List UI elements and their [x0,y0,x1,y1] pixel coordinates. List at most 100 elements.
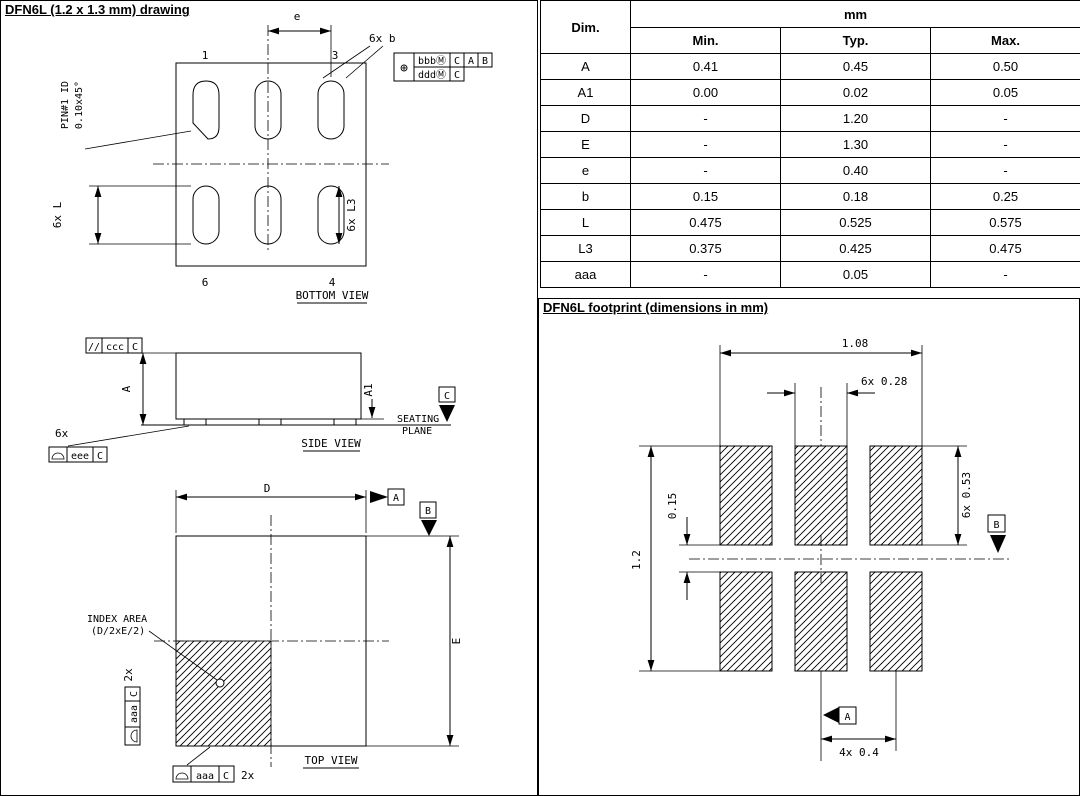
dim-D-label: D [264,482,271,495]
parallelism-symbol-icon: // [88,342,100,353]
datum-a-box [838,706,857,725]
datum-a-triangle-icon [370,491,388,503]
fcf-box [124,726,141,746]
leader-line [67,425,190,447]
fcf-ref: C [454,56,460,67]
fcf-eee: eee [71,451,89,462]
header-min: Min. [630,27,781,54]
table-row: D - 1.20 - [540,105,1080,132]
header-max: Max. [930,27,1080,54]
cell-max: 0.50 [930,53,1080,80]
footprint-pad [794,571,848,672]
dim-pad-width-label: 6x 0.28 [861,375,907,388]
footprint-pad [869,445,923,546]
dim-pitch-label: 4x 0.4 [839,746,879,759]
datum-a-box [387,488,405,506]
fcf-ref: C [132,342,138,353]
leader-line [84,130,192,150]
lead-profile-symbol-icon [130,729,138,743]
pin-number-4: 4 [329,276,336,289]
table-row: b 0.15 0.18 0.25 [540,183,1080,210]
fcf-box [449,66,465,82]
pad-5 [254,185,282,245]
package-outline-bottom [175,62,367,267]
seating-plane-label-2: PLANE [402,426,432,437]
cell-typ: 0.05 [780,261,931,288]
cell-max: 0.25 [930,183,1080,210]
cell-dim: A [540,53,631,80]
cell-dim: e [540,157,631,184]
fcf-ref: A [468,56,474,67]
cell-min: - [630,261,781,288]
datum-a-triangle-icon [823,707,839,723]
dimension-table: Dim. mm Min. Typ. Max. A 0.41 0.45 0.50 … [540,0,1080,288]
datum-b-label: B [993,520,999,531]
fcf-bbb: bbbⓂ [418,55,446,67]
table-row: E - 1.30 - [540,131,1080,158]
cell-dim: aaa [540,261,631,288]
fcf-ref: C [97,451,103,462]
dim-e-label: e [294,10,301,23]
table-row: A 0.41 0.45 0.50 [540,53,1080,80]
cell-dim: L [540,209,631,236]
lead-profile-symbol-icon [175,772,189,780]
pin-number-6: 6 [202,276,209,289]
datum-b-label: B [425,506,431,517]
dim-gap-label: 0.15 [666,493,679,520]
lead-profile-symbol-icon [51,452,65,460]
index-area-label: INDEX AREA [87,614,147,625]
dim-E-label: E [450,638,463,645]
header-unit: mm [630,0,1080,28]
leader-line [186,746,211,766]
count-2x-label: 2x [122,668,135,682]
datum-b-box [987,514,1006,533]
cell-min: 0.375 [630,235,781,262]
pin-number-1: 1 [202,49,209,62]
fcf-box [218,765,235,783]
footprint-pad [869,571,923,672]
fcf-aaa-left: aaa C [124,686,141,746]
footprint-drawing: 1.08 6x 0.28 6x 0.53 0.15 [630,337,1009,761]
header-dim: Dim. [540,0,631,54]
pad-2 [254,80,282,140]
fcf-ddd: dddⓂ [418,69,446,81]
index-area-marker [215,678,225,688]
fcf-box [92,446,108,463]
datum-c-box [438,386,456,403]
table-row: A1 0.00 0.02 0.05 [540,79,1080,106]
lead-side [258,418,282,426]
fcf-ref: B [482,56,488,67]
top-view-caption: TOP VIEW [305,754,358,767]
datum-b-box [419,501,437,519]
cell-dim: D [540,105,631,132]
fcf-ref: C [223,771,229,782]
index-area-hatch [175,640,272,747]
cell-max: - [930,131,1080,158]
footprint-panel-title: DFN6L footprint (dimensions in mm) [543,300,769,315]
lead-side [183,418,207,426]
fcf-ref: C [454,70,460,81]
cell-typ: 0.525 [780,209,931,236]
cell-typ: 1.30 [780,131,931,158]
cell-max: - [930,157,1080,184]
datum-a-label: A [844,712,850,723]
bottom-view: e 6x b ⊕ bbbⓂ C A B [51,10,493,304]
fcf-box [172,765,192,783]
datum-b-triangle-icon [421,520,437,536]
cell-dim: b [540,183,631,210]
top-view: D A B E INDEX AREA (D/2xE/2) [87,482,463,783]
cell-min: 0.475 [630,209,781,236]
footprint-pad [794,445,848,546]
cell-max: - [930,261,1080,288]
dim-span-label: 1.08 [842,337,869,350]
cell-typ: 0.425 [780,235,931,262]
position-symbol-icon: ⊕ [400,61,408,76]
cell-min: 0.00 [630,79,781,106]
cell-min: 0.41 [630,53,781,80]
cell-typ: 1.20 [780,105,931,132]
table-row: L3 0.375 0.425 0.475 [540,235,1080,262]
pad-4 [317,185,345,245]
dim-b-label: 6x b [369,32,396,45]
pin1-id-label: PIN#1 ID [60,81,71,129]
